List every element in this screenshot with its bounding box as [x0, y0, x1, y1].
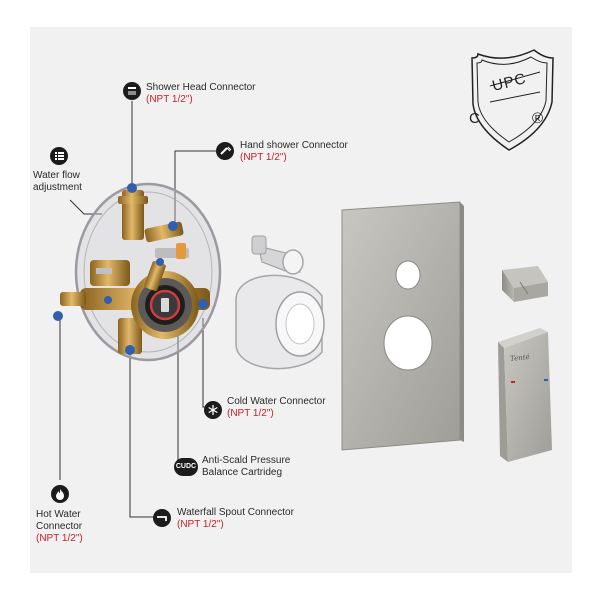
- cold-water-connector-name: Cold Water Connector: [227, 396, 326, 407]
- cold-water-connector-label: Cold Water Connector (NPT 1/2"): [227, 396, 326, 420]
- hand-shower-connector-name: Hand shower Connector: [240, 140, 348, 151]
- upc-c-mark: C: [469, 110, 480, 127]
- cartridge-badge-icon: CUDC: [174, 458, 198, 476]
- waterfall-spout-connector-name: Waterfall Spout Connector: [177, 507, 294, 518]
- diverter-knob: [502, 266, 548, 302]
- anti-scald-line1: Anti-Scald Pressure: [202, 455, 291, 466]
- shower-head-connector-name: Shower Head Connector: [146, 82, 256, 93]
- leader-waterfall: [129, 348, 155, 518]
- hot-water-line1: Hot Water: [36, 509, 81, 520]
- settings-list-icon: [50, 147, 68, 165]
- snowflake-icon: [204, 401, 222, 419]
- plug-set: [53, 183, 208, 355]
- shower-head-connector-spec: (NPT 1/2"): [146, 94, 193, 105]
- waterfall-spout-connector-label: Waterfall Spout Connector (NPT 1/2"): [177, 507, 294, 531]
- spout-icon: [153, 509, 171, 527]
- hand-shower-connector-label: Hand shower Connector (NPT 1/2"): [240, 140, 348, 164]
- plaster-guard-inner-rim: [83, 191, 213, 353]
- water-flow-line1: Water flow: [33, 170, 80, 181]
- hot-water-line2: Connector: [36, 521, 83, 532]
- hot-water-connector-spec: (NPT 1/2"): [36, 533, 83, 544]
- water-flow-adjustment-label: Water flow adjustment: [33, 170, 82, 194]
- hot-water-connector-label: Hot Water Connector (NPT 1/2"): [36, 509, 83, 545]
- waterfall-spout-connector-spec: (NPT 1/2"): [177, 519, 224, 530]
- transparent-sleeve: [235, 274, 325, 370]
- shower-head-connector-label: Shower Head Connector (NPT 1/2"): [146, 82, 256, 106]
- anti-scald-cartridge-label: Anti-Scald Pressure Balance Cartrideg: [202, 455, 290, 479]
- flame-icon: [51, 485, 69, 503]
- trim-plate: [341, 201, 464, 451]
- hand-shower-icon: [216, 142, 234, 160]
- lever-handle: [498, 328, 552, 462]
- water-flow-line2: adjustment: [33, 182, 82, 193]
- valve-body: [60, 190, 210, 354]
- upc-registered-mark: ®: [532, 110, 544, 127]
- hand-shower-connector-spec: (NPT 1/2"): [240, 152, 287, 163]
- leader-cold-water: [202, 318, 220, 408]
- cold-water-connector-spec: (NPT 1/2"): [227, 408, 274, 419]
- leader-water-flow: [69, 199, 102, 215]
- anti-scald-line2: Balance Cartrideg: [202, 467, 283, 478]
- upc-certification-mark: [471, 49, 554, 151]
- leader-hand-shower: [174, 150, 224, 225]
- shower-head-icon: [123, 82, 141, 100]
- hand-shower-outlet: [251, 235, 304, 275]
